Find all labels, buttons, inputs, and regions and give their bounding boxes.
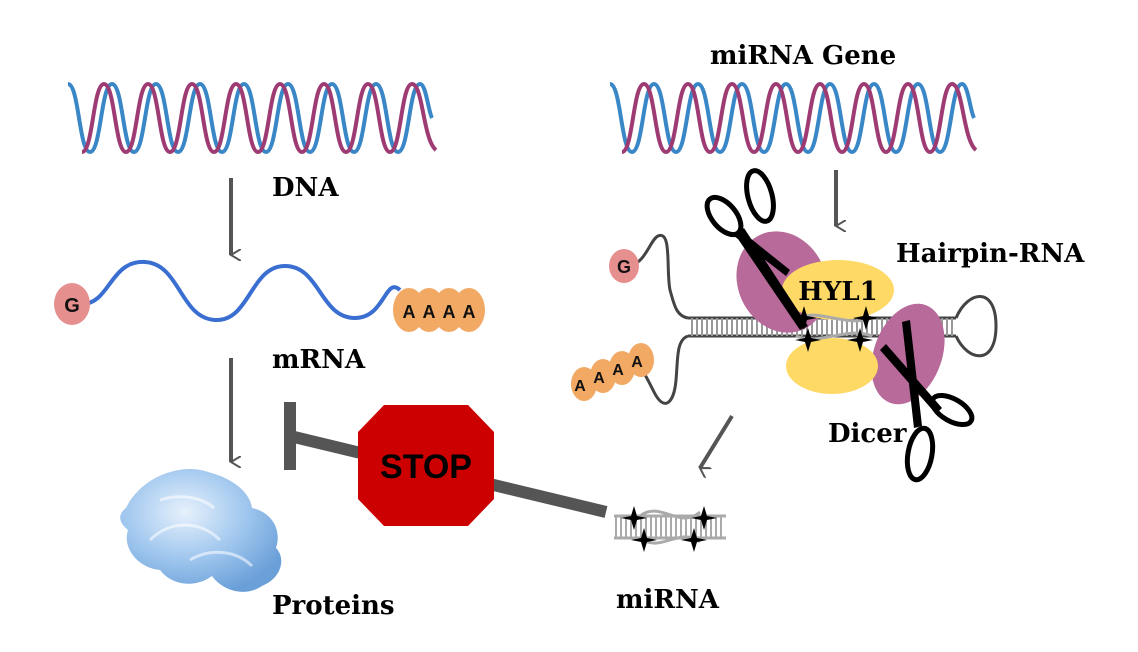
arrows [229,170,836,468]
hairpin-mirna-duplex [791,306,879,352]
poly-a-letter: A [403,302,416,322]
proteins-blob [120,469,282,592]
hairpin-complex: G A A A A HYL1 [571,168,998,483]
dna-helix-right [608,81,978,155]
hyl1-upper-domain [782,260,894,320]
hyl1-label: HYL1 [798,277,878,307]
poly-a-letter: A [463,302,476,322]
mirna-label: miRNA [616,585,720,615]
star-icon [791,306,817,330]
mature-mirna-duplex [614,506,726,552]
mrna-cap-letter: G [64,295,80,317]
inhibition-marker: STOP [284,402,608,526]
mrna-poly-a-tail: A A A A [393,288,485,332]
mirna-base-pairs [615,516,722,538]
hairpin-to-mirna-arrow [698,414,734,468]
mrna-label: mRNA [272,345,366,375]
hairpin-cap-shape [609,249,639,283]
scissors-upper-icon [704,168,808,330]
hairpin-rna-label: Hairpin-RNA [896,239,1085,269]
hairpin-cap-letter: G [617,257,631,277]
star-icon [795,328,821,352]
gene-strand-purple [620,81,978,155]
poly-a-letter: A [423,302,436,322]
hairpin-3prime-tail [638,334,689,405]
dna-label: DNA [272,173,339,203]
poly-a-letter: A [612,362,624,379]
poly-a-letter: A [631,354,643,371]
mrna-molecule: G A A A A [54,259,485,332]
poly-a-bead [628,343,654,377]
dna-helix-left [66,81,438,155]
poly-a-bead [453,288,485,332]
star-icon [621,506,647,530]
hairpin-5prime-tail [629,234,689,320]
star-icon [853,306,879,330]
hairpin-poly-a-tail: A A A A [571,343,654,401]
poly-a-letter: A [574,378,586,395]
poly-a-letter: A [443,302,456,322]
protein-fold-line [148,495,254,568]
protein-shape [120,469,282,592]
stop-sign [358,405,494,526]
stop-text: STOP [380,448,472,486]
dicer-label: Dicer [828,419,907,449]
star-icon [631,528,657,552]
mrna-strand [81,259,402,323]
dna-strand-purple [80,81,438,155]
hyl1-lower-domain [786,338,878,394]
star-icon [847,328,873,352]
scissors-lower-icon [880,320,975,483]
mrna-cap-shape [54,283,90,325]
hairpin-loop [954,295,998,358]
star-icon [691,506,717,530]
mirna-gene-label: miRNA Gene [710,41,896,71]
star-icon [681,528,707,552]
poly-a-letter: A [593,370,605,387]
proteins-label: Proteins [272,591,395,621]
